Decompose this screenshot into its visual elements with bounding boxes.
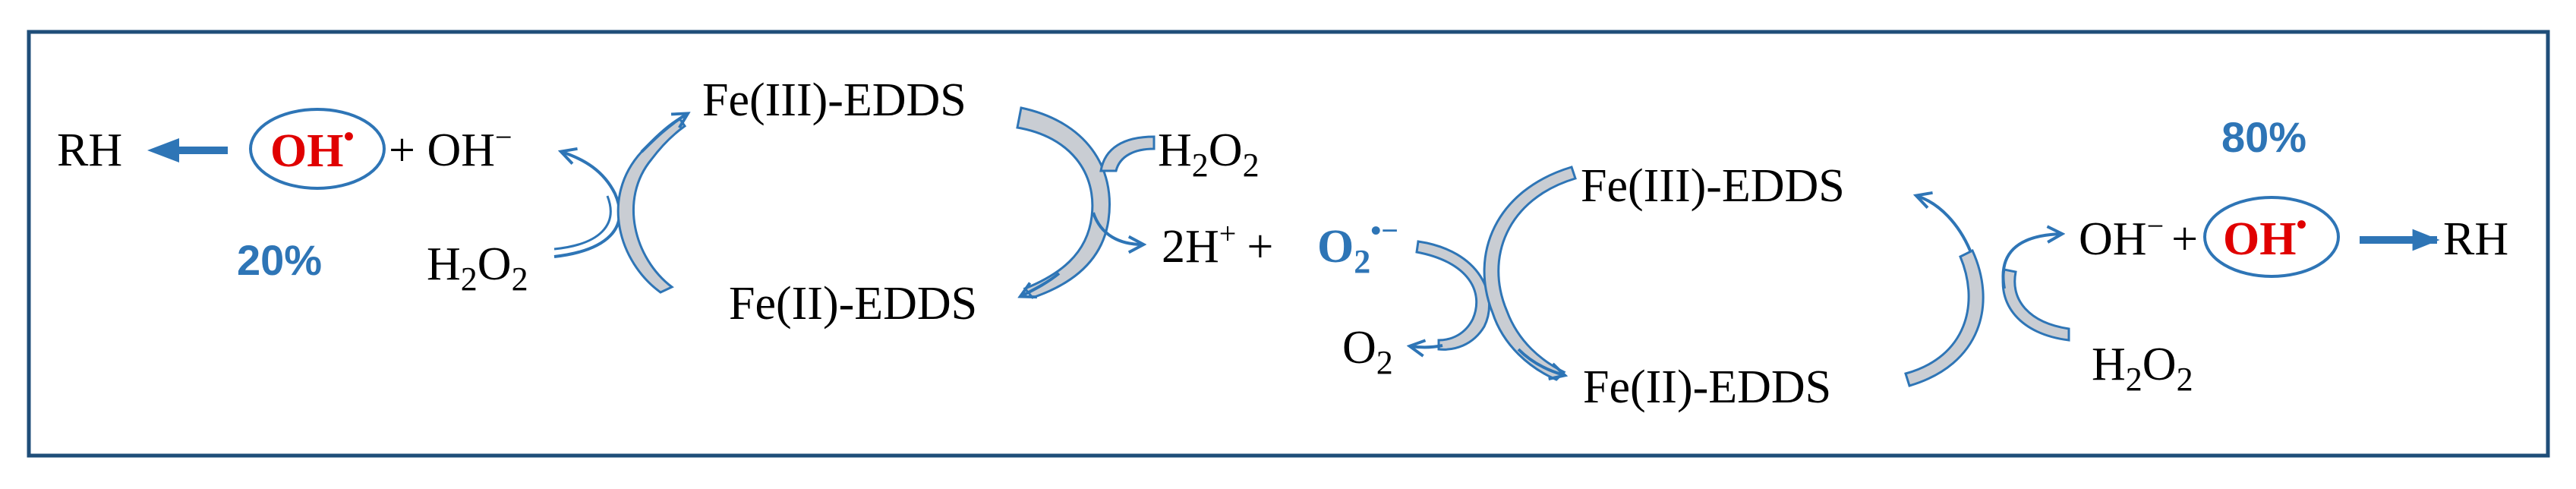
scheme-frame bbox=[27, 30, 2550, 458]
hydroxide-output-arrow-right bbox=[2001, 234, 2061, 289]
h2o2-left-label: H2O2 bbox=[427, 238, 528, 298]
h2o2-input-arrow-right bbox=[2001, 268, 2070, 342]
fe3-edds-left: Fe(III)-EDDS bbox=[702, 74, 966, 126]
fe3-to-fe2-loop-left bbox=[616, 116, 687, 294]
superoxide-radical-label: O2•− bbox=[1317, 213, 1398, 280]
hydroxyl-radical-ellipse-right bbox=[2203, 196, 2340, 278]
h2o2-mid-label: H2O2 bbox=[1158, 125, 1260, 184]
to-products-arrow-mid bbox=[1092, 212, 1143, 244]
rh-left-arrow bbox=[147, 138, 228, 162]
hydroxyl-radical-ellipse-left bbox=[249, 108, 386, 190]
fe2-edds-right: Fe(II)-EDDS bbox=[1583, 361, 1831, 413]
hydroxyl-radical-right: OH• bbox=[2223, 207, 2306, 265]
fe2-edds-left: Fe(II)-EDDS bbox=[729, 278, 977, 330]
fe3-to-fe2-loop-right bbox=[1483, 166, 1577, 381]
hydroxide-right-label: OH−+ bbox=[2079, 209, 2198, 265]
fe3-to-fe2-reduction-arrow bbox=[1016, 106, 1111, 299]
h2o2-right-label: H2O2 bbox=[2092, 339, 2193, 398]
superoxide-to-o2-arrow bbox=[1415, 240, 1491, 351]
fe2-to-fe3-oxidation-band bbox=[1904, 248, 1985, 387]
fe3-edds-right: Fe(III)-EDDS bbox=[1581, 160, 1845, 212]
two-h-plus-label: 2H++ bbox=[1162, 216, 1273, 273]
hydroxyl-radical-left: OH• bbox=[270, 119, 354, 177]
percent-left-label: 20% bbox=[237, 236, 322, 284]
rh-left-label: RH bbox=[57, 125, 122, 176]
o2-product-label: O2 bbox=[1342, 322, 1393, 381]
percent-right-label: 80% bbox=[2221, 113, 2306, 161]
rh-right-label: RH bbox=[2443, 213, 2508, 265]
h2o2-input-arrow-mid bbox=[1099, 135, 1156, 172]
hydroxide-left-label: + OH− bbox=[389, 120, 512, 176]
